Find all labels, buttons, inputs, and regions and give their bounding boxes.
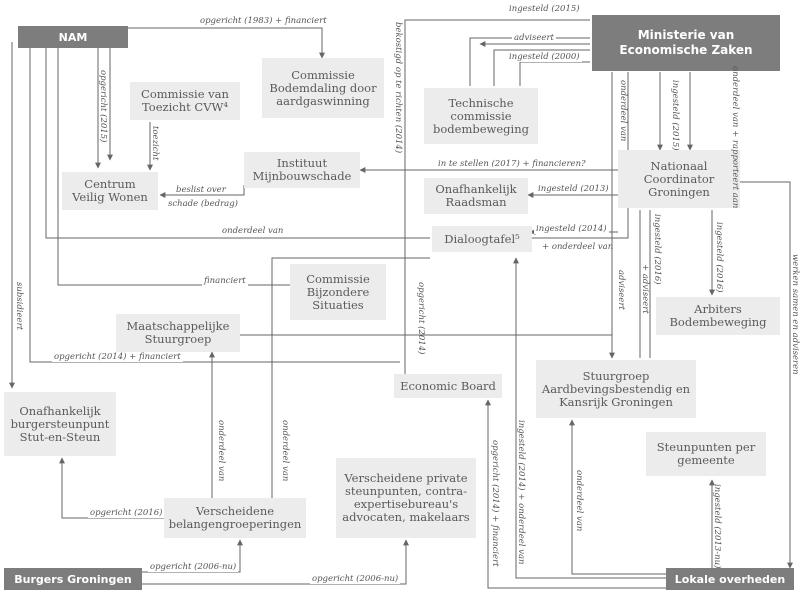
label-toezicht: toezicht xyxy=(150,126,160,161)
label-onderdeel-rapporteert: onderdeel van + rapporteert aan xyxy=(730,66,740,209)
label-subsidieert: subsidieert xyxy=(14,282,24,331)
label-beslist-over: beslist over xyxy=(176,185,226,195)
label-onderdeel-van-min: onderdeel van xyxy=(618,80,628,142)
label-ingesteld-2013-nu: ingesteld (2013-nu) xyxy=(712,484,722,569)
label-ingesteld-2016b: ingesteld (2016) xyxy=(714,222,724,293)
centrum-node: Centrum Veilig Wonen xyxy=(62,172,158,210)
steunpunten-node: Steunpunten per gemeente xyxy=(646,432,766,476)
label-bekostigd: bekostigd op te richten (2014) xyxy=(393,22,403,154)
ministerie-node: Ministerie van Economische Zaken xyxy=(592,15,780,71)
label-onderdeel-van-bg2: onderdeel van xyxy=(280,420,290,482)
label-onderdeel-van-lo: onderdeel van xyxy=(574,470,584,532)
economic-board-node: Economic Board xyxy=(394,374,502,398)
nationaal-node: Nationaal Coordinator Groningen xyxy=(618,150,740,208)
bijzondere-node: Commissie Bijzondere Situaties xyxy=(290,264,386,320)
burgers-groningen-node: Burgers Groningen xyxy=(4,568,142,590)
label-ingesteld-2015-top: ingesteld (2015) xyxy=(507,4,582,14)
label-ingesteld-2016: ingesteld (2016) xyxy=(652,214,662,285)
label-in-te-stellen: in te stellen (2017) + financieren? xyxy=(436,159,588,169)
label-onderdeel-van-right: + onderdeel van xyxy=(542,242,614,252)
bodemdaling-node: Commissie Bodemdaling door aardgaswinnin… xyxy=(262,58,384,118)
label-opgericht-2015: opgericht (2015) xyxy=(98,70,108,143)
arbiters-node: Arbiters Bodembeweging xyxy=(656,297,780,335)
label-opgericht-1983: opgericht (1983) + financiert xyxy=(198,16,329,26)
label-opgericht-2016: opgericht (2016) xyxy=(88,508,165,518)
label-werken-samen: werken samen en adviseren xyxy=(790,254,800,375)
cvw-node: Commissie van Toezicht CVW⁴ xyxy=(130,82,240,120)
label-onderdeel-van-dialoog: onderdeel van xyxy=(220,226,286,236)
instituut-node: Instituut Mijnbouwschade xyxy=(244,152,360,188)
belangengroep-node: Verscheidene belangengroeperingen xyxy=(164,498,306,538)
maatschappelijke-node: Maatschappelijke Stuurgroep xyxy=(116,314,240,352)
label-opgericht-2006-b: opgericht (2006-nu) xyxy=(310,574,401,584)
label-adviseert-b: + adviseert xyxy=(640,264,650,314)
label-ingesteld-2014: ingesteld (2014) xyxy=(534,224,609,234)
label-financiert: financiert xyxy=(202,276,248,286)
burgersteunpunt-node: Onafhankelijk burgersteunpunt Stut-en-St… xyxy=(4,392,116,456)
label-onderdeel-van-bg1: onderdeel van xyxy=(216,420,226,482)
label-ingesteld-2013: ingesteld (2013) xyxy=(536,184,611,194)
lokale-overheden-node: Lokale overheden xyxy=(666,568,794,590)
label-opgericht-2006-a: opgericht (2006-nu) xyxy=(148,562,239,572)
label-ingesteld-2015-nc: ingesteld (2015) xyxy=(670,80,680,151)
label-opgericht-2014-fin: opgericht (2014) + financiert xyxy=(52,352,183,362)
label-adviseert-a: adviseert xyxy=(616,270,626,310)
label-opgericht-2014-eb: opgericht (2014) xyxy=(416,282,426,355)
technische-node: Technische commissie bodembeweging xyxy=(424,88,538,144)
raadsman-node: Onafhankelijk Raadsman xyxy=(424,178,528,214)
label-schade-bedrag: schade (bedrag) xyxy=(168,199,238,209)
aardbeving-node: Stuurgroep Aardbevingsbestendig en Kansr… xyxy=(536,360,696,418)
private-node: Verscheidene private steunpunten, contra… xyxy=(336,458,476,538)
dialoogtafel-node: Dialoogtafel⁵ xyxy=(432,226,532,252)
label-ingesteld-2000: ingesteld (2000) xyxy=(507,52,582,62)
label-ingesteld-2014-ond: ingesteld (2014) + onderdeel van xyxy=(516,420,526,565)
label-opgericht-2014-eb2: opgericht (2014) + financiert xyxy=(490,440,500,567)
label-adviseert-top: adviseert xyxy=(512,33,556,43)
nam-node: NAM xyxy=(18,26,128,48)
